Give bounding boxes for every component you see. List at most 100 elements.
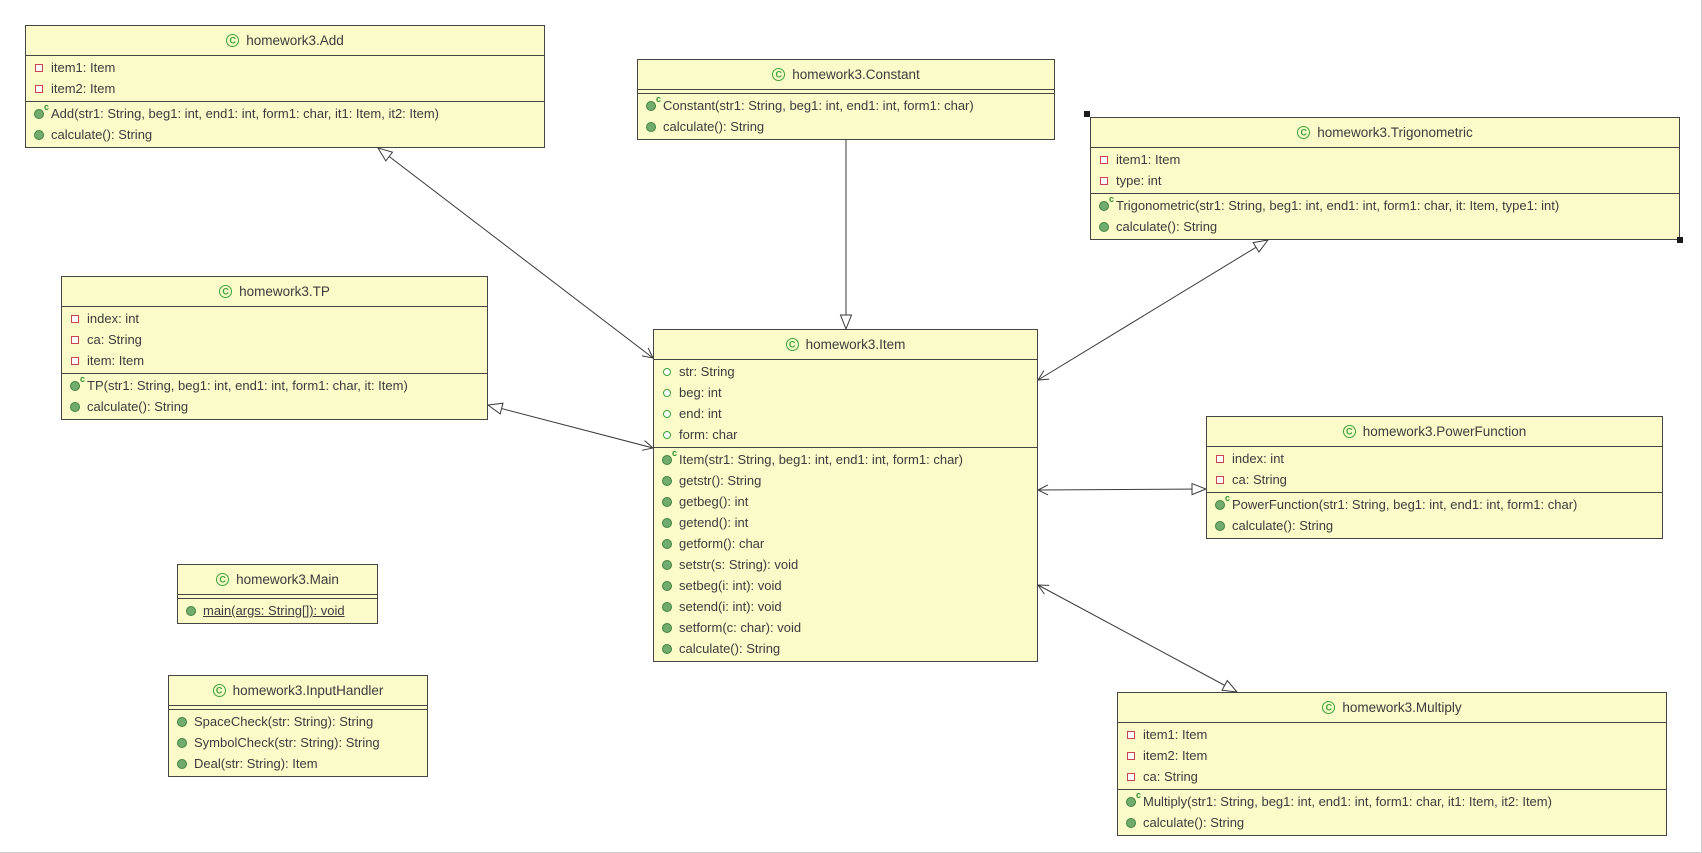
field-text: index: int [1232,451,1285,466]
public-method-icon [646,121,656,132]
relation-trigonometric-item[interactable] [1038,240,1268,380]
public-method-icon [662,601,672,612]
relation-multiply-item[interactable] [1038,585,1237,692]
selection-handle-bottom-right[interactable] [1677,237,1683,243]
fields-section: item1: Item item2: Item ca: String [1118,723,1666,790]
class-box-item[interactable]: homework3.Item str: String beg: int end:… [653,329,1038,662]
method-row: getbeg(): int [654,491,1037,512]
method-row: calculate(): String [638,116,1054,137]
class-icon [219,285,233,298]
public-method-icon [1099,221,1109,232]
field-row: str: String [654,361,1037,382]
class-header: homework3.Multiply [1118,693,1666,723]
public-method-icon [1215,520,1225,531]
method-row: getend(): int [654,512,1037,533]
method-row: setstr(s: String): void [654,554,1037,575]
constructor-icon [1126,790,1141,807]
public-method-icon [186,605,196,616]
class-box-main[interactable]: homework3.Main main(args: String[]): voi… [177,564,378,624]
class-icon [1322,701,1336,714]
public-method-icon [177,758,187,769]
method-text: calculate(): String [1116,219,1218,234]
field-text: beg: int [679,385,722,400]
method-text: SpaceCheck(str: String): String [194,714,374,729]
class-box-trigonometric[interactable]: homework3.Trigonometric item1: Item type… [1090,117,1680,240]
field-row: ca: String [1207,469,1662,490]
field-row: item2: Item [1118,745,1666,766]
class-header: homework3.TP [62,277,487,307]
field-row: form: char [654,424,1037,445]
method-row: getstr(): String [654,470,1037,491]
class-title: homework3.Multiply [1342,700,1462,715]
method-row: setform(c: char): void [654,617,1037,638]
fields-section-empty [178,595,377,599]
constructor-icon [662,448,677,465]
public-method-icon [34,129,44,140]
field-row: item1: Item [1091,149,1679,170]
method-text: Constant(str1: String, beg1: int, end1: … [663,98,974,113]
field-row: item: Item [62,350,487,371]
relation-add-item[interactable] [378,148,653,358]
method-row: PowerFunction(str1: String, beg1: int, e… [1207,493,1662,515]
method-text: main(args: String[]): void [203,603,345,618]
method-text: getstr(): String [679,473,762,488]
method-text: Trigonometric(str1: String, beg1: int, e… [1116,198,1560,213]
class-title: homework3.Item [805,337,906,352]
class-icon [212,684,226,697]
private-field-icon [1100,155,1108,164]
methods-section: Multiply(str1: String, beg1: int, end1: … [1118,790,1666,835]
fields-section-empty [169,706,427,710]
field-text: index: int [87,311,140,326]
public-method-icon [662,517,672,528]
method-text: getform(): char [679,536,765,551]
methods-section: main(args: String[]): void [178,599,377,623]
relation-tp-item[interactable] [488,405,653,448]
class-icon [1342,425,1356,438]
class-box-constant[interactable]: homework3.Constant Constant(str1: String… [637,59,1055,140]
constructor-icon [34,102,49,119]
public-method-icon [662,475,672,486]
class-box-multiply[interactable]: homework3.Multiply item1: Item item2: It… [1117,692,1667,836]
constructor-icon [70,374,85,391]
field-row: item1: Item [26,57,544,78]
field-row: type: int [1091,170,1679,191]
class-title: homework3.Trigonometric [1317,125,1473,140]
public-field-icon [663,409,671,418]
method-row: SymbolCheck(str: String): String [169,732,427,753]
public-method-icon [177,737,187,748]
relation-powerfunction-item[interactable] [1038,489,1206,490]
constructor-icon [1099,194,1114,211]
class-box-powerfunction[interactable]: homework3.PowerFunction index: int ca: S… [1206,416,1663,539]
method-row: getform(): char [654,533,1037,554]
method-row: calculate(): String [1118,812,1666,833]
private-field-icon [1100,176,1108,185]
class-box-tp[interactable]: homework3.TP index: int ca: String item:… [61,276,488,420]
method-row: main(args: String[]): void [178,600,377,621]
class-header: homework3.Add [26,26,544,56]
class-title: homework3.Constant [792,67,920,82]
field-row: ca: String [62,329,487,350]
method-text: SymbolCheck(str: String): String [194,735,380,750]
class-box-add[interactable]: homework3.Add item1: Item item2: Item Ad… [25,25,545,148]
methods-section: SpaceCheck(str: String): String SymbolCh… [169,710,427,776]
method-text: calculate(): String [1143,815,1245,830]
field-text: item: Item [87,353,145,368]
field-text: item1: Item [1143,727,1208,742]
field-text: form: char [679,427,738,442]
methods-section: PowerFunction(str1: String, beg1: int, e… [1207,493,1662,538]
field-text: type: int [1116,173,1162,188]
methods-section: Trigonometric(str1: String, beg1: int, e… [1091,194,1679,239]
private-field-icon [71,314,79,323]
public-method-icon [662,538,672,549]
class-header: homework3.InputHandler [169,676,427,706]
method-text: setend(i: int): void [679,599,782,614]
class-box-inputhandler[interactable]: homework3.InputHandler SpaceCheck(str: S… [168,675,428,777]
class-title: homework3.PowerFunction [1362,424,1527,439]
fields-section: index: int ca: String item: Item [62,307,487,374]
method-row: Item(str1: String, beg1: int, end1: int,… [654,448,1037,470]
public-field-icon [663,430,671,439]
selection-handle-top-left[interactable] [1084,111,1090,117]
methods-section: Item(str1: String, beg1: int, end1: int,… [654,448,1037,661]
field-text: ca: String [1143,769,1198,784]
